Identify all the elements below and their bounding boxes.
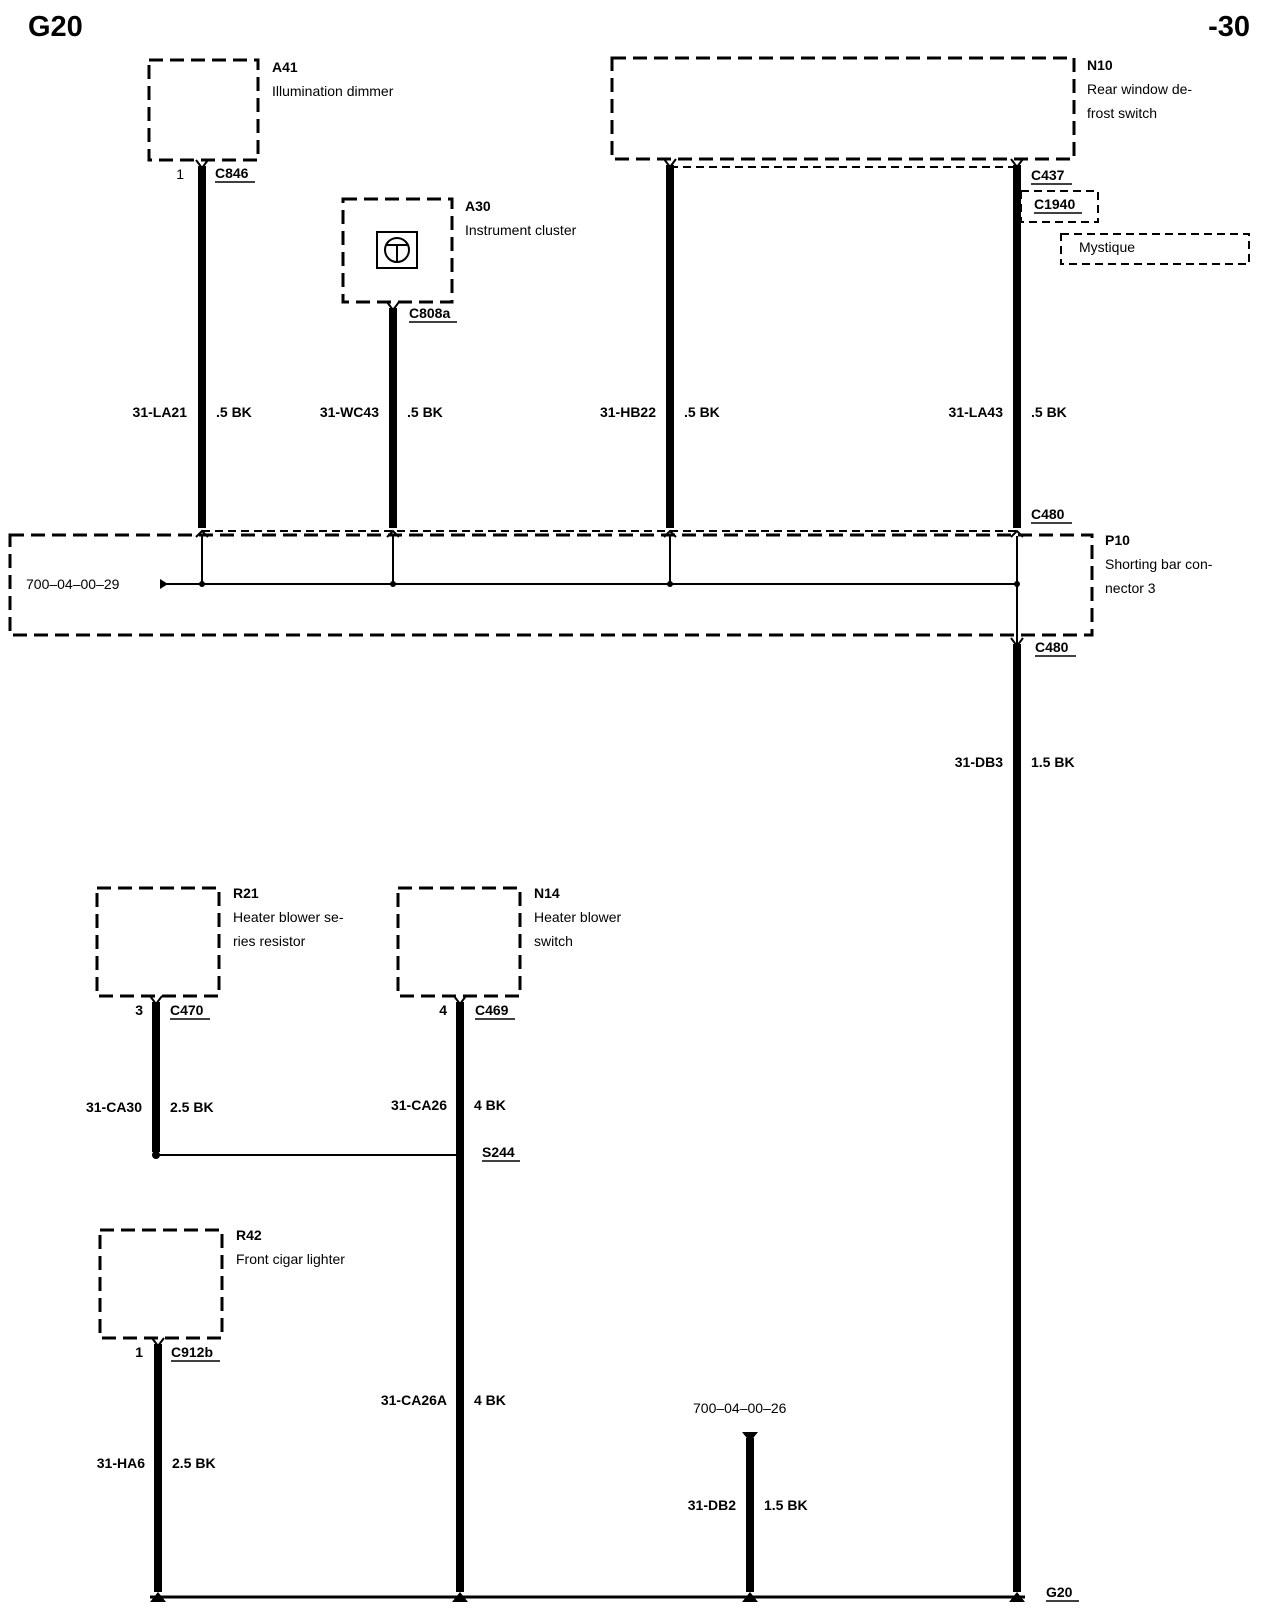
n10-variant: Mystique: [1079, 239, 1135, 255]
n10-connector: C437: [1031, 167, 1065, 183]
r21-connector: C470: [170, 1002, 204, 1018]
p10-id: P10: [1105, 532, 1130, 548]
r21-pin: 3: [135, 1002, 143, 1018]
splice-id: S244: [482, 1144, 515, 1160]
gauge-icon: [376, 231, 418, 269]
p10-name-line2: nector 3: [1105, 580, 1156, 596]
wire-31-wc43-code: 31-WC43: [320, 404, 379, 420]
wire-31-db3-spec: 1.5 BK: [1031, 754, 1075, 770]
n10-name-line2: frost switch: [1087, 105, 1157, 121]
splice-dot-left: [152, 1151, 160, 1159]
r42-connector: C912b: [171, 1344, 213, 1360]
ground-ref: 700–04–00–26: [693, 1400, 787, 1416]
r42-component-box: [98, 1228, 224, 1340]
page-code-right: -30: [1208, 11, 1250, 43]
wire-31-ca26-code: 31-CA26: [391, 1097, 447, 1113]
a41-component-box: [147, 58, 260, 162]
a30-component-box: [341, 197, 454, 304]
n10-component-box: [610, 56, 1076, 161]
wire-31-la43-spec: .5 BK: [1031, 404, 1067, 420]
r42-pin: 1: [135, 1344, 143, 1360]
p10-connector-top: C480: [1031, 506, 1065, 522]
n10-name-line1: Rear window de-: [1087, 81, 1192, 97]
r21-id: R21: [233, 885, 259, 901]
c1940-variant-box: [1020, 190, 1099, 223]
p10-ref: 700–04–00–29: [26, 576, 120, 592]
n14-connector: C469: [475, 1002, 509, 1018]
a30-id: A30: [465, 198, 491, 214]
wire-31-db2-spec: 1.5 BK: [764, 1497, 808, 1513]
wire-31-wc43-spec: .5 BK: [407, 404, 443, 420]
page-code-left: G20: [28, 11, 83, 43]
wire-31-db3-code: 31-DB3: [955, 754, 1003, 770]
n14-name-line1: Heater blower: [534, 909, 621, 925]
a41-name: Illumination dimmer: [272, 83, 394, 99]
n14-id: N14: [534, 885, 560, 901]
p10-component-box: [8, 533, 1094, 637]
wire-31-ha6-code: 31-HA6: [97, 1455, 145, 1471]
mystique-variant-box: [1060, 233, 1250, 265]
wire-31-hb22-code: 31-HB22: [600, 404, 656, 420]
n14-component-box: [396, 886, 522, 998]
wire-31-ca26-spec: 4 BK: [474, 1097, 506, 1113]
ground-id: G20: [1046, 1584, 1073, 1600]
n10-id: N10: [1087, 57, 1113, 73]
wire-31-la21-code: 31-LA21: [133, 404, 188, 420]
wire-31-ca30-spec: 2.5 BK: [170, 1099, 214, 1115]
n14-pin: 4: [439, 1002, 447, 1018]
r21-component-box: [95, 886, 221, 998]
wire-31-la43-code: 31-LA43: [949, 404, 1004, 420]
r42-id: R42: [236, 1227, 262, 1243]
wire-31-ca26a-spec: 4 BK: [474, 1392, 506, 1408]
r21-name-line2: ries resistor: [233, 933, 306, 949]
n14-name-line2: switch: [534, 933, 573, 949]
wire-31-la21-spec: .5 BK: [216, 404, 252, 420]
a30-connector: C808a: [409, 305, 450, 321]
n10-alt-connector: C1940: [1034, 196, 1075, 212]
splice-dot-s244: [456, 1151, 464, 1159]
wire-31-ca26a-code: 31-CA26A: [381, 1392, 447, 1408]
wire-31-ha6-spec: 2.5 BK: [172, 1455, 216, 1471]
p10-connector-bottom: C480: [1035, 639, 1069, 655]
p10-name-line1: Shorting bar con-: [1105, 556, 1213, 572]
r21-name-line1: Heater blower se-: [233, 909, 344, 925]
a41-id: A41: [272, 59, 298, 75]
wire-31-db2-code: 31-DB2: [688, 1497, 736, 1513]
a41-pin: 1: [176, 166, 184, 182]
r42-name: Front cigar lighter: [236, 1251, 345, 1267]
a41-connector: C846: [215, 165, 249, 181]
a30-name: Instrument cluster: [465, 222, 577, 238]
wire-31-hb22-spec: .5 BK: [684, 404, 720, 420]
wire-31-ca30-code: 31-CA30: [86, 1099, 142, 1115]
